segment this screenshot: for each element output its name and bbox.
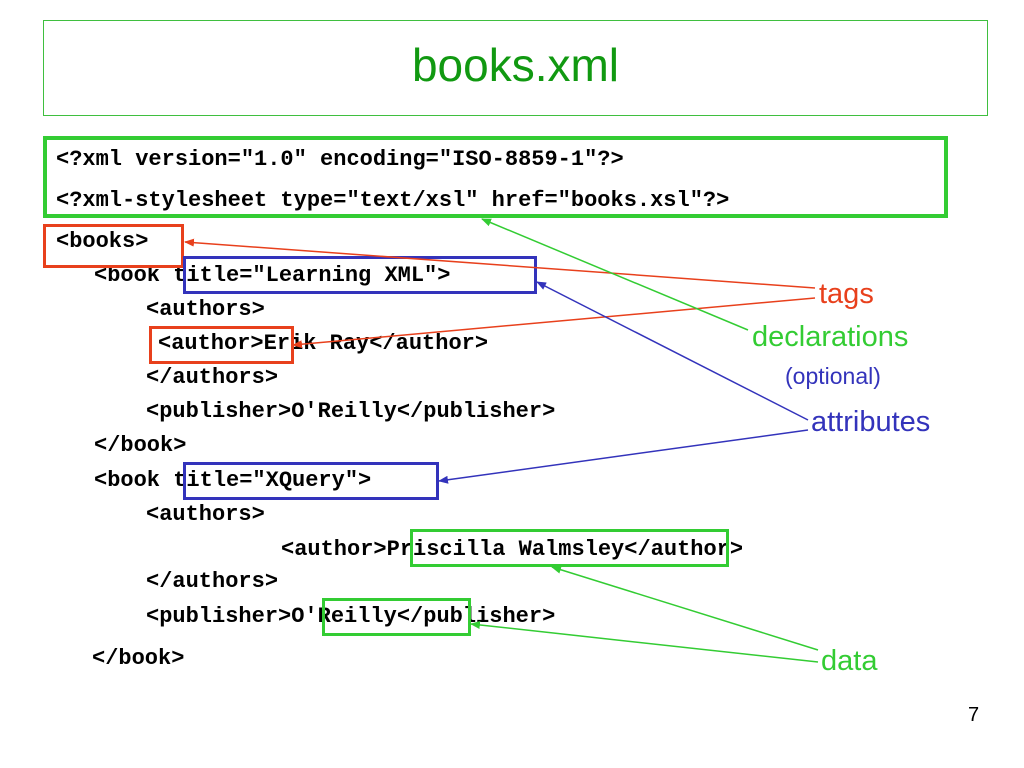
data-arrow-to-publisher-2	[470, 621, 819, 663]
code-line-books-open: <books>	[56, 229, 149, 254]
declarations-highlight-box	[43, 136, 948, 218]
attributes-arrow-to-book-2	[438, 429, 809, 484]
code-line-publisher-2: <publisher>O'Reilly</publisher>	[146, 604, 556, 629]
data-1-highlight-box	[410, 529, 729, 567]
data-2-highlight-box	[322, 598, 471, 636]
attributes-arrow-to-book-1	[536, 281, 809, 421]
code-line-book-2-open: <book title="XQuery">	[94, 468, 372, 493]
tags-arrow-to-books	[184, 238, 816, 289]
tags-arrow-to-author	[292, 297, 816, 349]
slide-title: books.xml	[411, 39, 620, 91]
data-arrow-to-author-2	[551, 565, 819, 651]
attribute-2-highlight-box	[183, 462, 439, 500]
code-line-publisher-1: <publisher>O'Reilly</publisher>	[146, 399, 556, 424]
tags-label: tags	[819, 278, 874, 310]
code-line-book-1-open: <book title="Learning XML">	[94, 263, 451, 288]
code-line-authors-1-close: </authors>	[146, 365, 279, 390]
optional-label: (optional)	[785, 363, 881, 389]
declarations-label: declarations	[752, 321, 909, 353]
page-number: 7	[968, 704, 980, 726]
code-line-authors-1-open: <authors>	[146, 297, 265, 322]
code-line-author-1: <author>Erik Ray</author>	[158, 331, 489, 356]
code-line-book-2-close: </book>	[92, 646, 185, 671]
data-label: data	[821, 645, 878, 677]
code-line-authors-2-close: </authors>	[146, 569, 279, 594]
code-line-book-1-close: </book>	[94, 433, 187, 458]
code-line-xml-declaration: <?xml version="1.0" encoding="ISO-8859-1…	[56, 147, 624, 172]
declarations-arrow	[481, 218, 749, 331]
books-tag-highlight-box	[43, 224, 184, 268]
code-line-stylesheet-declaration: <?xml-stylesheet type="text/xsl" href="b…	[56, 188, 730, 213]
code-line-authors-2-open: <authors>	[146, 502, 265, 527]
title-frame: books.xml	[43, 20, 988, 116]
attribute-1-highlight-box	[183, 256, 537, 294]
code-line-author-2: <author>Priscilla Walmsley</author>	[281, 537, 744, 562]
attributes-label: attributes	[811, 406, 931, 438]
